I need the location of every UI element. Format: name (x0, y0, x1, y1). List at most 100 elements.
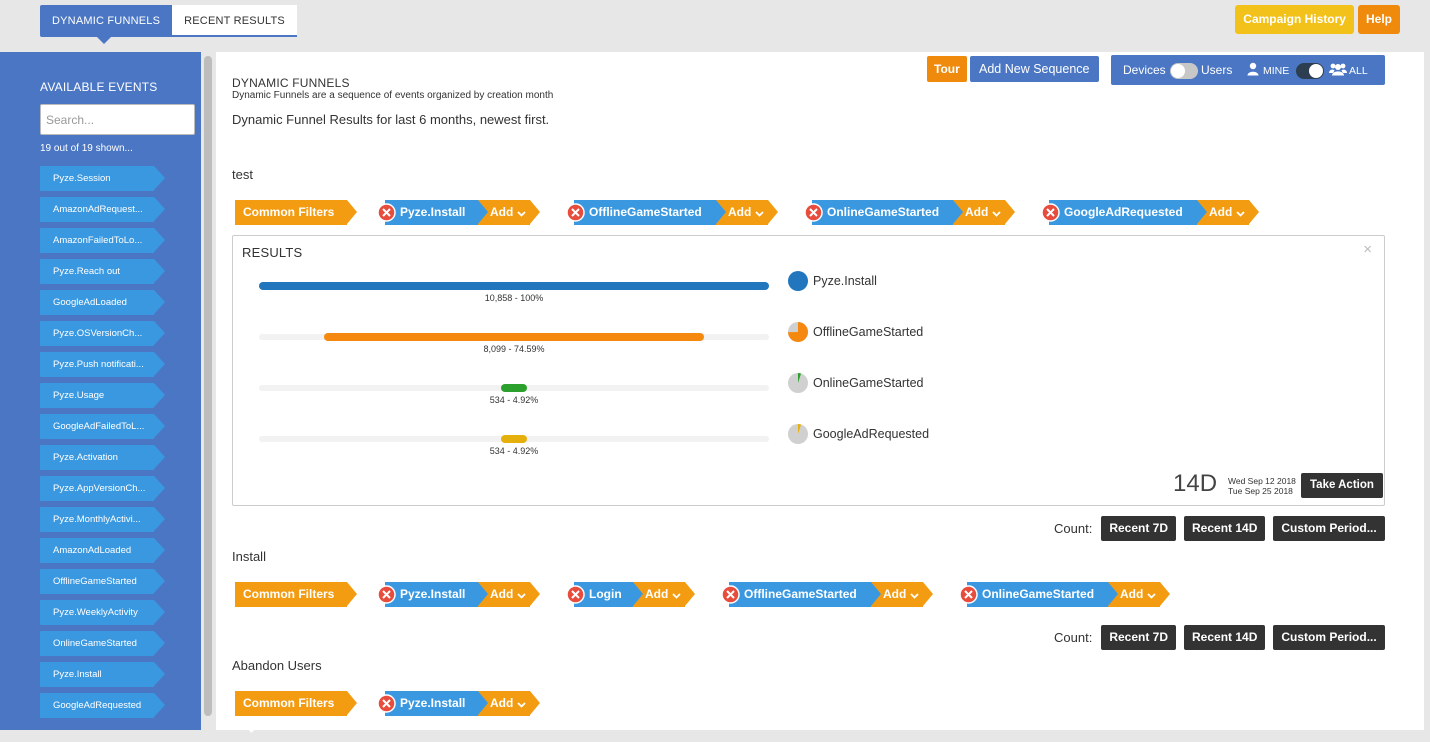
event-chip-label[interactable]: OfflineGameStarted (729, 582, 871, 607)
campaign-history-button[interactable]: Campaign History (1235, 5, 1354, 34)
remove-icon[interactable] (959, 585, 978, 604)
chevron-down-icon (1236, 208, 1245, 218)
custom-period-button[interactable]: Custom Period... (1273, 516, 1385, 541)
devices-users-toggle[interactable] (1170, 63, 1198, 79)
add-dropdown[interactable]: Add (1197, 200, 1259, 225)
funnel-value-label: 534 - 4.92% (489, 446, 539, 456)
remove-icon[interactable] (804, 203, 823, 222)
add-dropdown[interactable]: Add (478, 200, 540, 225)
sidebar: AVAILABLE EVENTS 19 out of 19 shown... P… (0, 52, 201, 730)
event-item[interactable]: Pyze.Reach out (40, 259, 165, 284)
common-filters-label: Common Filters (243, 205, 335, 219)
date-to: Tue Sep 25 2018 (1228, 486, 1293, 496)
tour-button[interactable]: Tour (927, 56, 967, 82)
event-chip-label[interactable]: GoogleAdRequested (1049, 200, 1197, 225)
add-dropdown[interactable]: Add (953, 200, 1015, 225)
event-item[interactable]: GoogleAdFailedToL... (40, 414, 165, 439)
remove-icon[interactable] (377, 694, 396, 713)
event-item[interactable]: Pyze.OSVersionCh... (40, 321, 165, 346)
add-label: Add (883, 587, 907, 601)
count-controls: Count: Recent 7D Recent 14D Custom Perio… (1054, 516, 1393, 541)
event-chip-label[interactable]: Pyze.Install (385, 691, 478, 716)
add-dropdown[interactable]: Add (633, 582, 695, 607)
event-item[interactable]: AmazonAdRequest... (40, 197, 165, 222)
remove-icon[interactable] (377, 585, 396, 604)
event-item[interactable]: AmazonFailedToLo... (40, 228, 165, 253)
recent-7d-button[interactable]: Recent 7D (1101, 516, 1176, 541)
event-item[interactable]: OfflineGameStarted (40, 569, 165, 594)
chevron-down-icon (910, 590, 919, 600)
event-item[interactable]: Pyze.Install (40, 662, 165, 687)
event-chip-label[interactable]: Pyze.Install (385, 200, 478, 225)
event-item[interactable]: GoogleAdRequested (40, 693, 165, 718)
common-filters-button[interactable]: Common Filters (235, 691, 357, 733)
mine-label: MINE (1263, 65, 1290, 77)
event-chip-label[interactable]: Pyze.Install (385, 582, 478, 607)
event-chip-label[interactable]: OnlineGameStarted (812, 200, 953, 225)
date-from: Wed Sep 12 2018 (1228, 476, 1296, 486)
sidebar-title: AVAILABLE EVENTS (40, 80, 158, 94)
event-item[interactable]: GoogleAdLoaded (40, 290, 165, 315)
event-item[interactable]: OnlineGameStarted (40, 631, 165, 656)
event-chip-label[interactable]: OnlineGameStarted (967, 582, 1108, 607)
add-label: Add (728, 205, 752, 219)
pie-icon (788, 424, 808, 444)
funnel-bar (323, 333, 705, 341)
chevron-down-icon (247, 724, 256, 734)
remove-icon[interactable] (721, 585, 740, 604)
funnel-bar (259, 282, 769, 290)
remove-icon[interactable] (377, 203, 396, 222)
legend-label: Pyze.Install (813, 274, 877, 288)
recent-14d-button[interactable]: Recent 14D (1184, 625, 1266, 650)
period-label: 14D (1173, 470, 1218, 497)
close-icon[interactable]: × (1363, 241, 1372, 258)
add-label: Add (965, 205, 989, 219)
sidebar-scrollbar[interactable] (204, 56, 212, 716)
common-filters-button[interactable]: Common Filters (235, 200, 357, 242)
add-dropdown[interactable]: Add (871, 582, 933, 607)
take-action-button[interactable]: Take Action (1301, 473, 1383, 498)
add-dropdown[interactable]: Add (478, 691, 540, 716)
view-toggles: Devices Users MINE ALL (1111, 55, 1385, 85)
help-button[interactable]: Help (1357, 5, 1400, 34)
tab-recent-results[interactable]: RECENT RESULTS (172, 5, 297, 37)
chevron-down-icon (517, 699, 526, 709)
add-dropdown[interactable]: Add (478, 582, 540, 607)
main-panel: DYNAMIC FUNNELS Dynamic Funnels are a se… (216, 52, 1424, 733)
tab-dynamic-funnels[interactable]: DYNAMIC FUNNELS (40, 5, 173, 44)
all-label: ALL (1349, 65, 1368, 77)
chevron-down-icon (1147, 590, 1156, 600)
main-scrollbar[interactable] (1425, 52, 1430, 730)
add-dropdown[interactable]: Add (716, 200, 778, 225)
add-new-sequence-button[interactable]: Add New Sequence (970, 56, 1099, 82)
event-item[interactable]: Pyze.Session (40, 166, 165, 191)
common-filters-button[interactable]: Common Filters (235, 582, 357, 624)
chevron-down-icon (992, 208, 1001, 218)
results-title: RESULTS (242, 245, 303, 260)
remove-icon[interactable] (566, 203, 585, 222)
search-input[interactable] (40, 104, 195, 135)
event-item[interactable]: Pyze.AppVersionCh... (40, 476, 165, 501)
event-chip-label[interactable]: OfflineGameStarted (574, 200, 716, 225)
remove-icon[interactable] (1041, 203, 1060, 222)
top-nav: DYNAMIC FUNNELS RECENT RESULTS (40, 5, 297, 44)
funnel-value-label: 10,858 - 100% (484, 293, 544, 303)
chevron-down-icon (672, 590, 681, 600)
funnel-bar (501, 384, 527, 392)
remove-icon[interactable] (566, 585, 585, 604)
event-item[interactable]: Pyze.WeeklyActivity (40, 600, 165, 625)
event-item[interactable]: Pyze.Push notificati... (40, 352, 165, 377)
event-item[interactable]: Pyze.MonthlyActivi... (40, 507, 165, 532)
event-item[interactable]: AmazonAdLoaded (40, 538, 165, 563)
user-icon (1247, 62, 1259, 76)
count-label: Count: (1054, 630, 1093, 645)
event-item[interactable]: Pyze.Usage (40, 383, 165, 408)
custom-period-button[interactable]: Custom Period... (1273, 625, 1385, 650)
recent-14d-button[interactable]: Recent 14D (1184, 516, 1266, 541)
recent-7d-button[interactable]: Recent 7D (1101, 625, 1176, 650)
add-dropdown[interactable]: Add (1108, 582, 1170, 607)
event-item[interactable]: Pyze.Activation (40, 445, 165, 470)
pie-icon (788, 373, 808, 393)
mine-all-toggle[interactable] (1296, 63, 1324, 79)
